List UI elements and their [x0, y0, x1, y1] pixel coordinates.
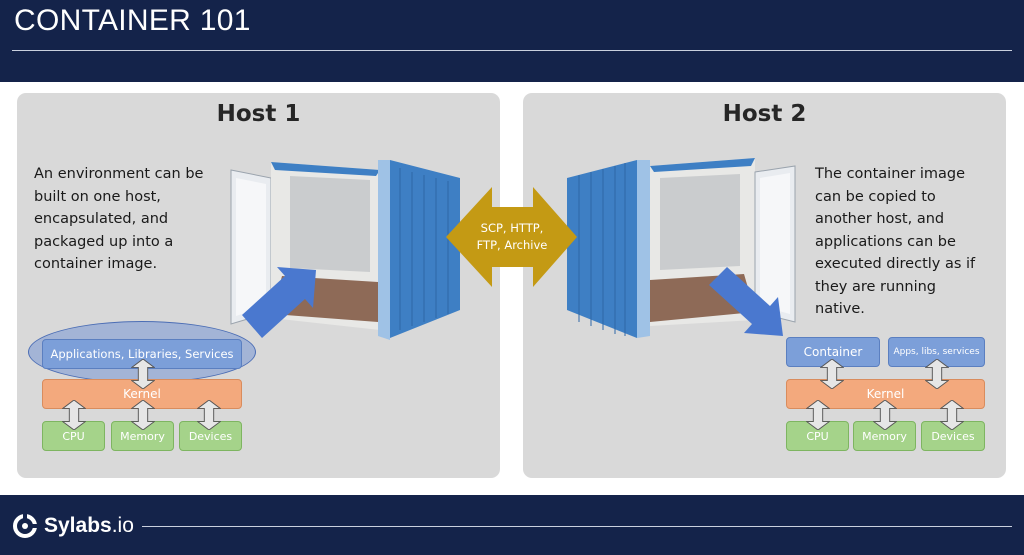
double-arrow-icon: [806, 400, 830, 430]
page-title: CONTAINER 101: [14, 4, 251, 37]
double-arrow-icon: [62, 400, 86, 430]
transfer-double-arrow-icon: [446, 187, 577, 287]
host1-text-line: packaged up into a: [34, 233, 174, 250]
host2-text-line: executed directly as if: [815, 256, 976, 272]
transfer-label: SCP, HTTP, FTP, Archive: [447, 191, 577, 283]
arrow-out-of-container-icon: [709, 267, 783, 336]
double-arrow-icon: [940, 400, 964, 430]
host1-text-line: An environment can be: [34, 166, 204, 182]
double-arrow-icon: [820, 359, 844, 389]
brand-main: Sylabs: [44, 514, 112, 537]
sylabs-logo-icon: [13, 513, 38, 538]
host2-text-line: can be copied to: [815, 188, 936, 205]
header-bar: CONTAINER 101: [0, 0, 1024, 82]
footer-bar: Sylabs.io: [0, 495, 1024, 555]
double-arrow-icon: [925, 359, 949, 389]
arrow-into-container-icon: [242, 267, 316, 338]
double-arrow-icon: [197, 400, 221, 430]
host2-text-line: The container image: [815, 166, 966, 182]
host1-title: Host 1: [216, 101, 301, 127]
host2-text-line: they are running: [815, 278, 936, 295]
sylabs-logo: Sylabs.io: [12, 513, 134, 539]
footer-divider: [142, 526, 1012, 527]
host1-text-line: container image.: [34, 256, 158, 272]
shipping-container-image-left: [230, 160, 460, 340]
double-arrow-icon: [131, 359, 155, 389]
brand-suffix: .io: [111, 514, 134, 537]
shipping-container-image-right: [567, 158, 796, 338]
host2-description: The container image can be copied to ano…: [815, 163, 975, 321]
header-divider: [12, 50, 1012, 51]
transfer-label-line: FTP, Archive: [476, 238, 548, 252]
double-arrow-icon: [873, 400, 897, 430]
host1-description: An environment can be built on one host,…: [34, 163, 203, 276]
brand-name: Sylabs.io: [44, 514, 134, 538]
host1-text-line: encapsulated, and: [34, 211, 169, 227]
host2-text-line: native.: [815, 301, 865, 317]
host2-text-line: another host, and: [815, 211, 945, 227]
host2-container-box: Container: [786, 337, 880, 367]
host1-text-line: built on one host,: [34, 188, 161, 205]
double-arrow-icon: [131, 400, 155, 430]
host2-text-line: applications can be: [815, 233, 956, 250]
transfer-label-line: SCP, HTTP,: [480, 221, 544, 235]
host2-title: Host 2: [722, 101, 807, 127]
